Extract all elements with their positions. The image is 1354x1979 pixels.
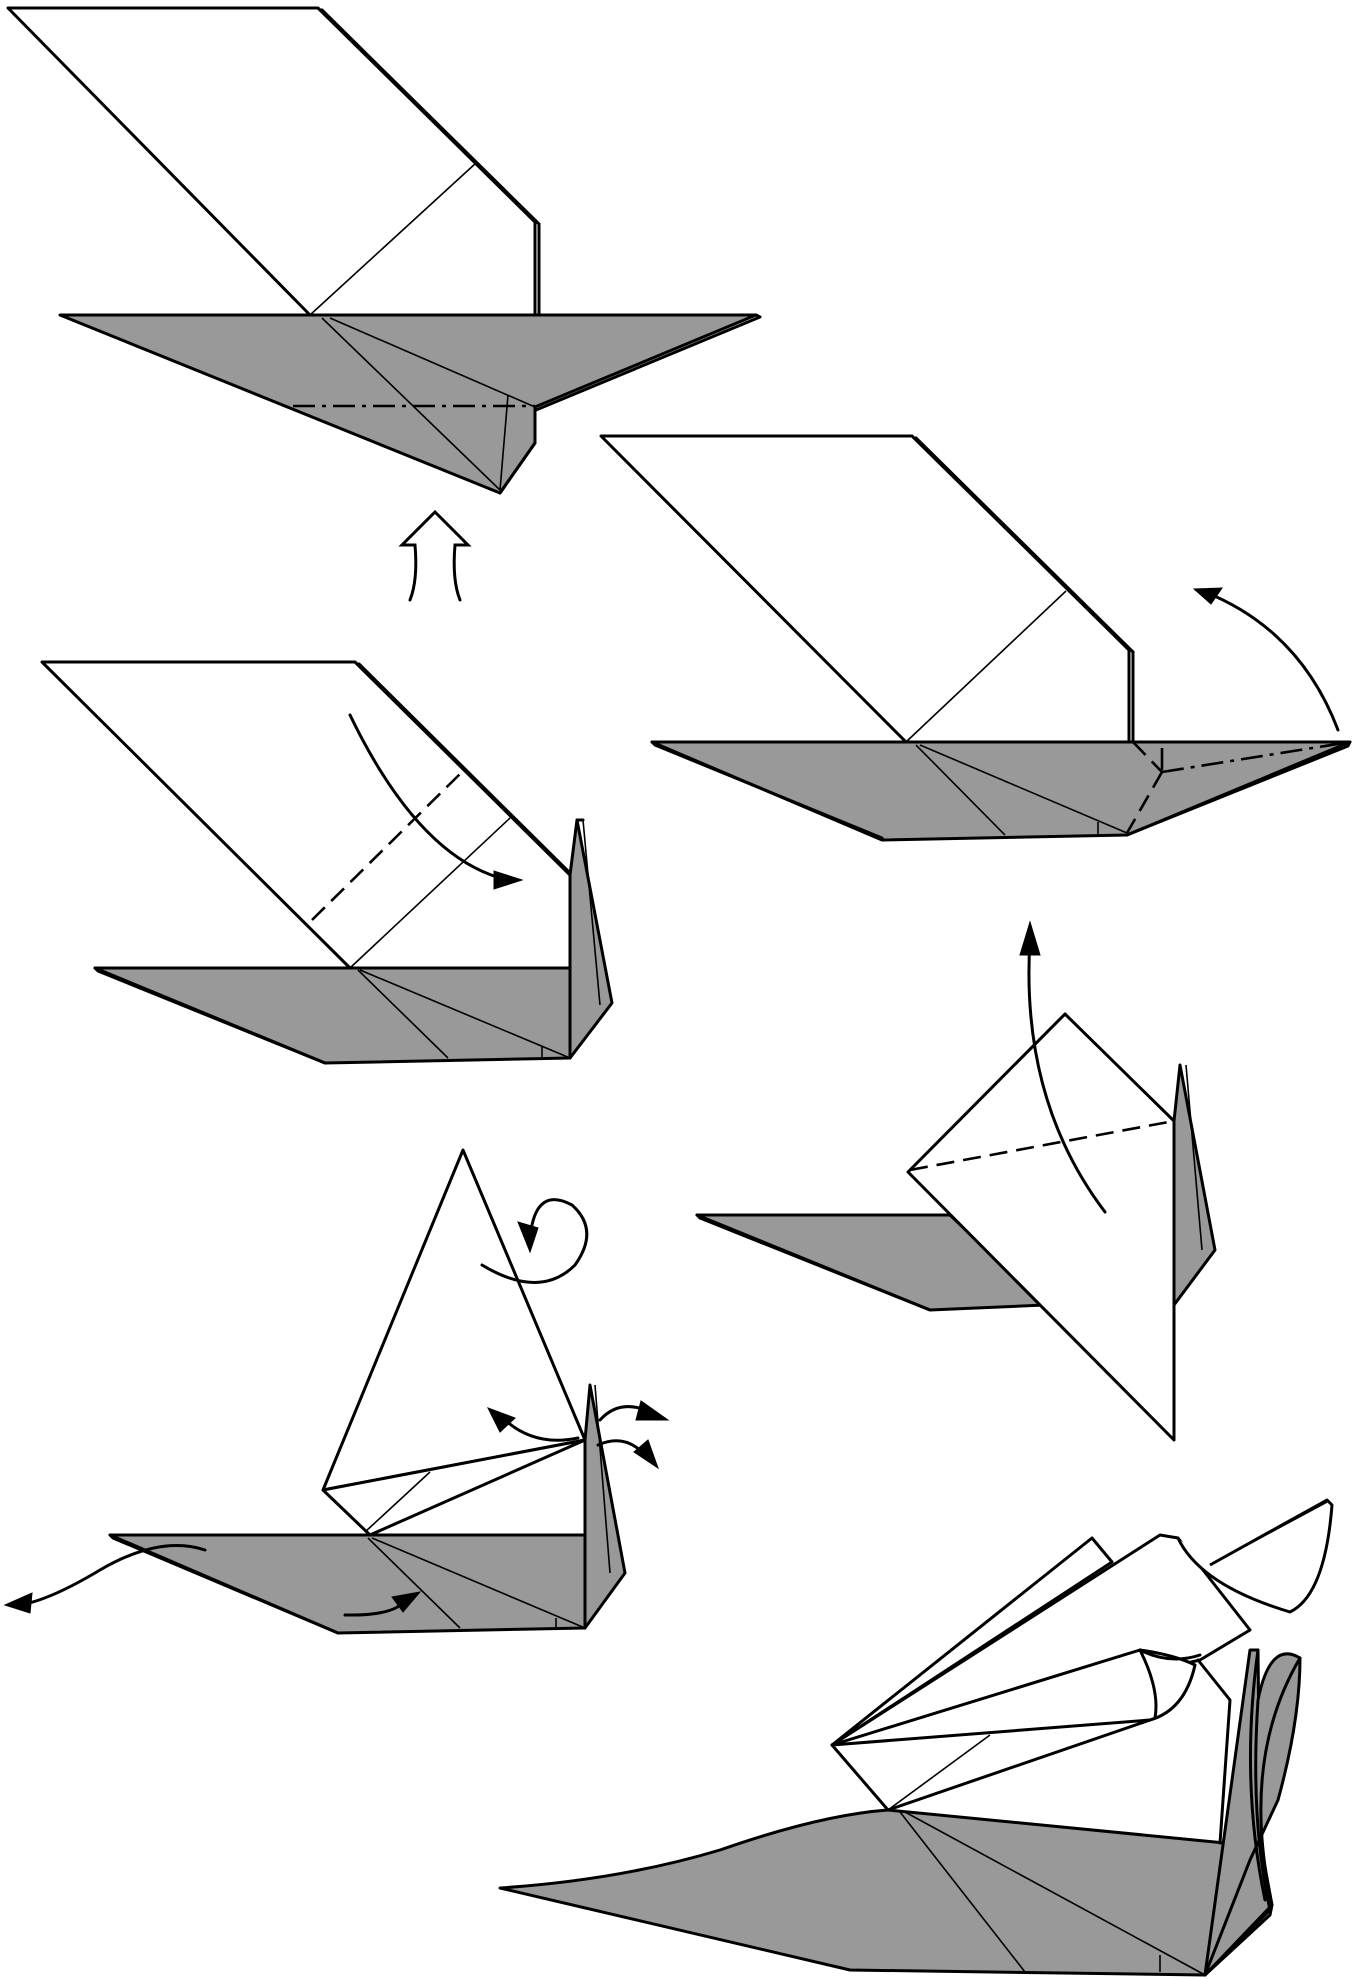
step-3-lift-neck (42, 662, 612, 1063)
step-1-inside-reverse-fold (8, 8, 760, 600)
step-4-neck-standing (1174, 1065, 1215, 1305)
pull-arrow-right-bottom-head (634, 1440, 658, 1468)
step-4-swing-flap-up (697, 922, 1215, 1440)
pull-arrow-right-top-head (636, 1401, 668, 1420)
turn-over-arrow-head (518, 1222, 538, 1252)
step-6-body (500, 1810, 1225, 1975)
fold-arrow (1205, 592, 1338, 730)
step-3-body (95, 968, 570, 1063)
step-6-wing-join (1198, 1660, 1230, 1843)
fold-arrow-head (1020, 922, 1040, 955)
step-2-body (652, 742, 1350, 840)
step-5-body (110, 1535, 585, 1633)
step-3-neck-standing (570, 820, 612, 1058)
step-1-neck-flap (8, 8, 535, 315)
step-2-neck-flap (601, 436, 1129, 742)
step-5-shape-body (5, 1150, 668, 1633)
push-arrow (402, 512, 468, 600)
step-3-neck-flap (42, 662, 570, 968)
step-2-fold-and-unfold-neck (601, 436, 1350, 840)
pull-arrow-tail-head (5, 1593, 32, 1613)
